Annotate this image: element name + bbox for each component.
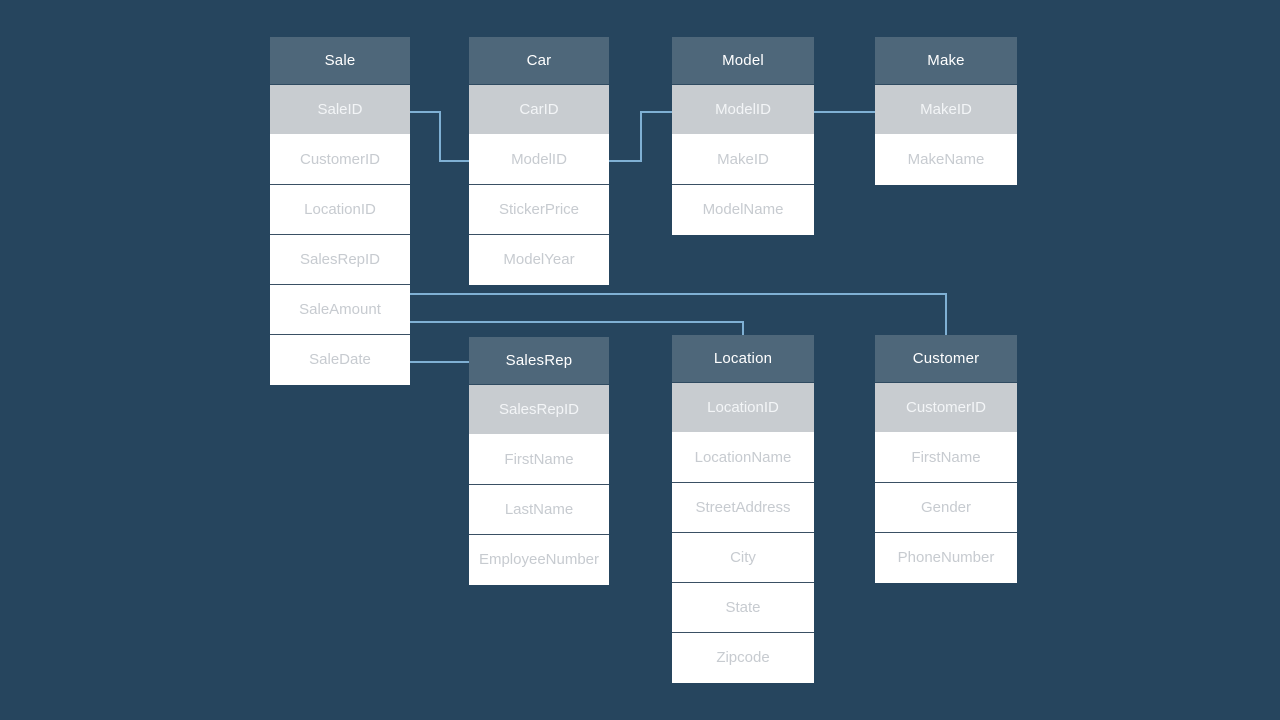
connector-model-car [609,111,672,162]
field-location-locationid[interactable]: LocationID [672,383,814,433]
field-location-zipcode[interactable]: Zipcode [672,633,814,683]
field-customer-customerid[interactable]: CustomerID [875,383,1017,433]
field-customer-phonenumber[interactable]: PhoneNumber [875,533,1017,583]
field-salesrep-lastname[interactable]: LastName [469,485,609,535]
connector-car-sale [410,111,469,162]
entity-title-sale: Sale [270,37,410,85]
field-salesrep-salesrepid[interactable]: SalesRepID [469,385,609,435]
entity-title-make: Make [875,37,1017,85]
field-model-modelname[interactable]: ModelName [672,185,814,235]
field-car-modelyear[interactable]: ModelYear [469,235,609,285]
field-location-city[interactable]: City [672,533,814,583]
field-make-makename[interactable]: MakeName [875,135,1017,185]
field-model-modelid[interactable]: ModelID [672,85,814,135]
entity-title-salesrep: SalesRep [469,337,609,385]
connector-location-sale [410,321,744,336]
entity-title-car: Car [469,37,609,85]
field-sale-customerid[interactable]: CustomerID [270,135,410,185]
entity-title-location: Location [672,335,814,383]
field-location-locationname[interactable]: LocationName [672,433,814,483]
field-location-streetaddress[interactable]: StreetAddress [672,483,814,533]
field-car-carid[interactable]: CarID [469,85,609,135]
field-location-state[interactable]: State [672,583,814,633]
field-sale-locationid[interactable]: LocationID [270,185,410,235]
connector-customer-sale [410,293,947,336]
entity-title-model: Model [672,37,814,85]
field-make-makeid[interactable]: MakeID [875,85,1017,135]
field-sale-saledate[interactable]: SaleDate [270,335,410,385]
field-customer-gender[interactable]: Gender [875,483,1017,533]
field-salesrep-employeenumber[interactable]: EmployeeNumber [469,535,609,585]
field-salesrep-firstname[interactable]: FirstName [469,435,609,485]
field-model-makeid[interactable]: MakeID [672,135,814,185]
field-sale-salesrepid[interactable]: SalesRepID [270,235,410,285]
field-sale-saleid[interactable]: SaleID [270,85,410,135]
field-car-stickerprice[interactable]: StickerPrice [469,185,609,235]
field-sale-saleamount[interactable]: SaleAmount [270,285,410,335]
field-customer-firstname[interactable]: FirstName [875,433,1017,483]
entity-title-customer: Customer [875,335,1017,383]
field-car-modelid[interactable]: ModelID [469,135,609,185]
